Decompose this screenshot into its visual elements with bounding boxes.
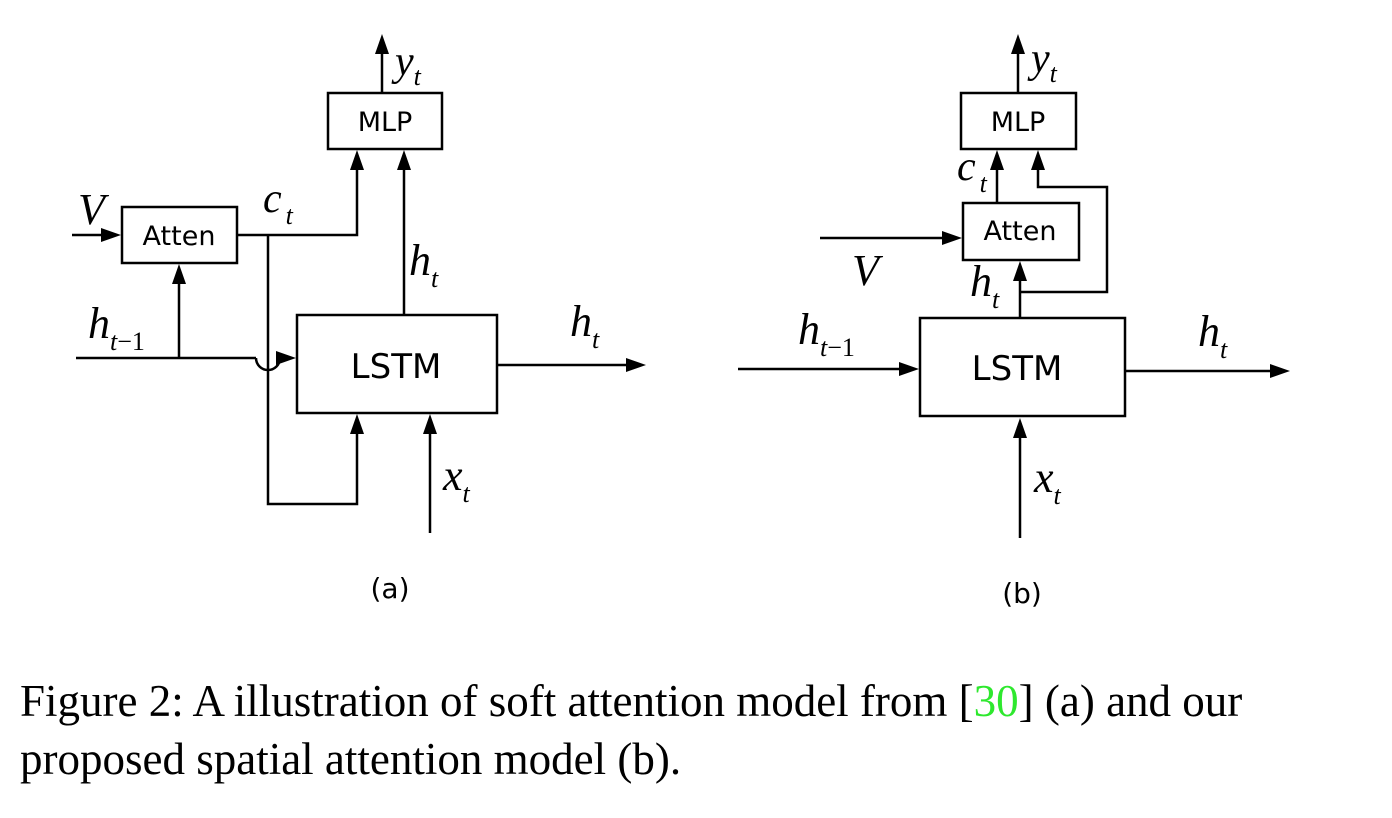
panel-label-b: (b) [1002, 577, 1042, 610]
x-label-b: xt [1033, 453, 1062, 510]
caption-suffix: ] (a) and our proposed spatial attention… [20, 676, 1243, 784]
arrowhead-atten-bottom-a [172, 264, 186, 284]
panel-b: MLP Atten LSTM [738, 34, 1290, 610]
arrowhead-lstm-left-b [899, 362, 919, 376]
edge-ct-to-lstm-a [266, 235, 359, 506]
y-label-b: yt [1027, 36, 1058, 88]
atten-label-b: Atten [984, 216, 1057, 247]
mlp-node-b [959, 91, 1078, 151]
mlp-node-a [326, 91, 444, 151]
arrowhead-y-a [375, 34, 389, 54]
arrowhead-lstm-bottom-left-a [350, 414, 364, 434]
arrowhead-atten-b [942, 231, 962, 245]
mlp-label-a: MLP [358, 107, 413, 138]
figure-caption: Figure 2: A illustration of soft attenti… [20, 672, 1380, 788]
h-up-label-a: ht [409, 236, 439, 293]
arrowhead-y-b [1011, 34, 1025, 54]
arrowhead-lstm-left-a [276, 351, 296, 365]
atten-node-b [961, 201, 1081, 262]
h-out-label-b: ht [1198, 307, 1228, 364]
lstm-node-b [918, 316, 1127, 418]
arrowhead-lstm-bottom-right-a [423, 414, 437, 434]
atten-label-a: Atten [143, 221, 216, 252]
arrowhead-out-b [1270, 364, 1290, 378]
h-up-label-b: ht [970, 257, 1000, 314]
lstm-label-a: LSTM [351, 347, 442, 387]
edge-h-bypass-to-mlp-b [1020, 168, 1109, 294]
h-prev-label-b: ht−1 [798, 305, 855, 362]
citation-link[interactable]: 30 [973, 676, 1019, 726]
v-label-b: V [852, 246, 884, 295]
h-out-label-a: ht [570, 297, 600, 354]
mlp-label-b: MLP [991, 107, 1046, 138]
lstm-label-b: LSTM [972, 349, 1063, 389]
v-label-a: V [78, 185, 110, 234]
edges-b [738, 34, 1290, 538]
arrowhead-mlp-left-a [350, 150, 364, 170]
arrowhead-mlp-right-a [397, 150, 411, 170]
arrowhead-atten-bottom-b [1013, 261, 1027, 281]
edges-a [72, 34, 646, 533]
edge-atten-to-mlp-a [237, 168, 359, 237]
arrowhead-mlp-right-b [1031, 150, 1045, 170]
arrowhead-mlp-left-b [990, 150, 1004, 170]
y-label-a: yt [391, 39, 422, 91]
arrowhead-lstm-bottom-b [1013, 418, 1027, 438]
h-prev-label-a: ht−1 [88, 299, 145, 356]
lstm-node-a [295, 313, 499, 415]
attention-diagram: MLP Atten LSTM [72, 34, 1290, 610]
x-label-a: xt [442, 451, 471, 508]
arrowhead-out-a [626, 358, 646, 372]
panel-a: MLP Atten LSTM [72, 34, 646, 605]
caption-prefix: Figure 2: A illustration of soft attenti… [20, 676, 974, 726]
panel-label-a: (a) [370, 572, 409, 605]
arrowhead-atten-a [101, 228, 121, 242]
atten-node-a [120, 205, 239, 265]
